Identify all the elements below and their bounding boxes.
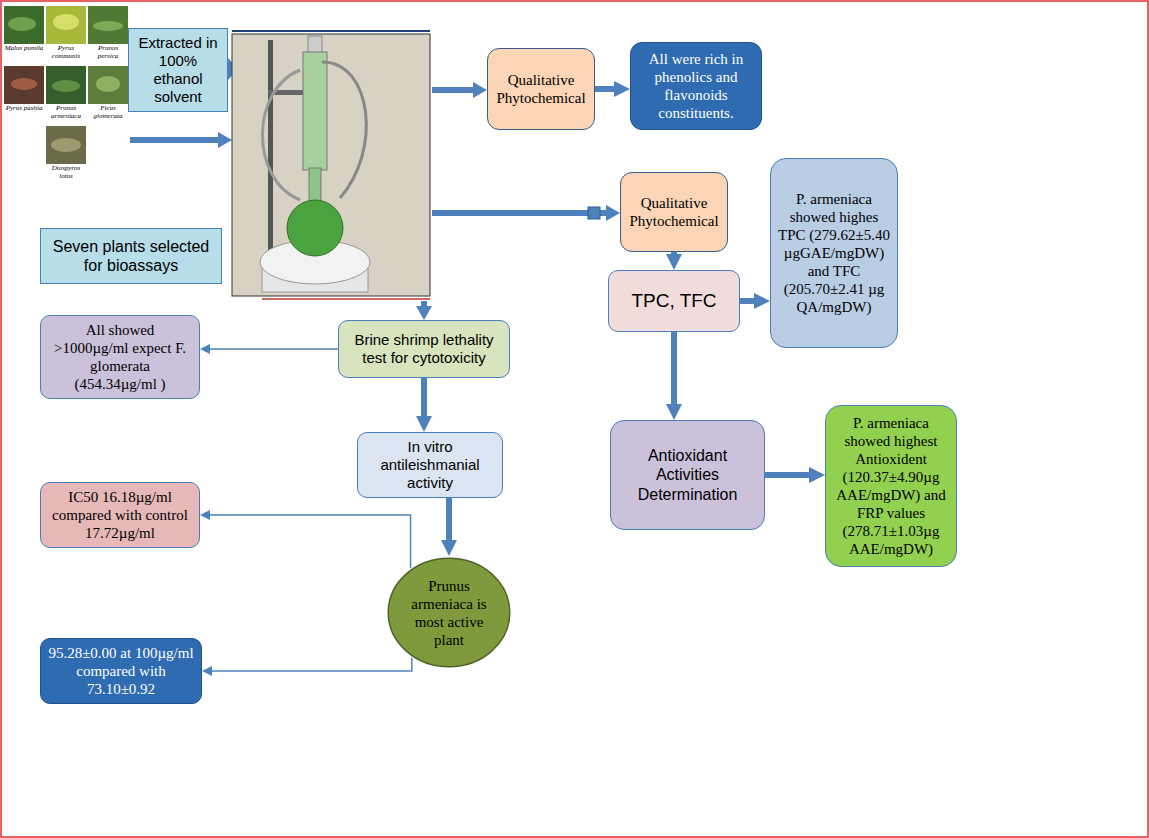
connector-arrow <box>765 472 809 478</box>
connector-arrow <box>671 252 677 254</box>
arrow-head <box>606 205 620 221</box>
tubing <box>263 70 301 200</box>
apparatus-photo <box>232 34 430 296</box>
flow-arrow <box>130 137 218 143</box>
node-text: All were rich in phenolics and flavonoid… <box>637 50 755 122</box>
stand-rod <box>268 40 273 280</box>
photo-frame <box>232 34 430 296</box>
leaf-shape <box>93 21 123 31</box>
note-box: Seven plants selected for bioassays <box>40 228 222 284</box>
connector-arrow <box>212 658 412 671</box>
leaf-shape <box>52 80 80 92</box>
junction-marker <box>588 207 600 219</box>
connector-arrow <box>595 86 614 92</box>
node-text: P. armeniaca showed highest Antioxident … <box>832 414 950 558</box>
result-box: All were rich in phenolics and flavonoid… <box>630 42 762 130</box>
node-text: Prunus armeniaca is most active plant <box>405 577 493 649</box>
plant-caption: Diospyros lotus <box>45 165 87 180</box>
plant-photo <box>46 6 86 44</box>
connector-arrow <box>671 332 677 404</box>
process-box: Brine shrimp lethality test for cytotoxi… <box>338 320 510 378</box>
result-box: P. armeniaca showed highes TPC (279.62±5… <box>770 158 898 348</box>
highlight-ellipse: Prunus armeniaca is most active plant <box>387 556 511 669</box>
plant-photo <box>46 126 86 164</box>
plant-caption: Ficus glomerata <box>87 105 129 120</box>
node-text: Extracted in 100% ethanol solvent <box>133 34 223 106</box>
plant-photo <box>4 6 44 44</box>
leaf-shape <box>11 78 37 90</box>
leaf-shape <box>96 76 120 92</box>
process-box: Antioxidant Activities Determination <box>610 420 765 530</box>
flask <box>287 200 343 256</box>
process-box: Qualitative Phytochemical <box>620 172 728 252</box>
result-box: 95.28±0.00 at 100µg/ml compared with 73.… <box>40 638 202 704</box>
process-box: Qualitative Phytochemical <box>487 48 595 130</box>
result-box: IC50 16.18µg/ml compared with control 17… <box>40 482 200 548</box>
flask-neck <box>309 168 321 202</box>
frame-line <box>262 298 430 300</box>
node-text: IC50 16.18µg/ml compared with control 17… <box>47 488 193 542</box>
plant-caption: Prunus armeniaca <box>45 105 87 120</box>
process-box: Extracted in 100% ethanol solvent <box>128 28 228 112</box>
ellipse-shape <box>388 558 510 666</box>
node-text: Brine shrimp lethality test for cytotoxi… <box>345 331 503 367</box>
result-box: All showed >1000µg/ml expect F. glomerat… <box>40 315 200 399</box>
arrow-head <box>416 306 432 320</box>
connector-arrow <box>210 515 411 568</box>
leaf-shape <box>8 17 36 31</box>
node-text: P. armeniaca showed highes TPC (279.62±5… <box>777 190 891 316</box>
ellipse-outline <box>387 556 511 669</box>
node-text: TPC, TFC <box>615 290 733 313</box>
plant-caption: Prunus persica <box>87 45 129 60</box>
process-box: In vitro antileishmanial activity <box>357 432 503 498</box>
arrow-head <box>218 132 232 148</box>
leaf-shape <box>51 138 81 152</box>
node-text: Antioxidant Activities Determination <box>619 446 756 504</box>
node-text: All showed >1000µg/ml expect F. glomerat… <box>47 321 193 393</box>
plant-caption: Pyrus pashia <box>3 105 45 113</box>
result-box: P. armeniaca showed highest Antioxident … <box>825 405 957 567</box>
frame-line <box>232 30 430 32</box>
arrow-head <box>473 82 487 98</box>
node-text: Seven plants selected for bioassays <box>47 237 215 275</box>
plant-photo <box>88 66 128 104</box>
connector-arrow <box>210 348 338 350</box>
extractor-column <box>303 52 327 170</box>
leaf-shape <box>53 14 79 30</box>
flow-arrow <box>432 87 473 93</box>
node-text: Qualitative Phytochemical <box>492 71 590 107</box>
flow-arrow <box>432 210 606 216</box>
plant-photo <box>4 66 44 104</box>
plant-photo <box>88 6 128 44</box>
connector-arrow <box>446 498 452 540</box>
connector-arrow <box>740 298 754 304</box>
node-text: In vitro antileishmanial activity <box>364 438 496 492</box>
process-box: TPC, TFC <box>608 270 740 332</box>
tubing <box>322 62 366 198</box>
node-text: Qualitative Phytochemical <box>625 194 723 230</box>
connector-arrow <box>421 378 427 416</box>
node-text: 95.28±0.00 at 100µg/ml compared with 73.… <box>47 644 195 698</box>
plant-caption: Pyrus communis <box>45 45 87 60</box>
plant-photo <box>46 66 86 104</box>
plant-caption: Malus pumila <box>3 45 45 53</box>
